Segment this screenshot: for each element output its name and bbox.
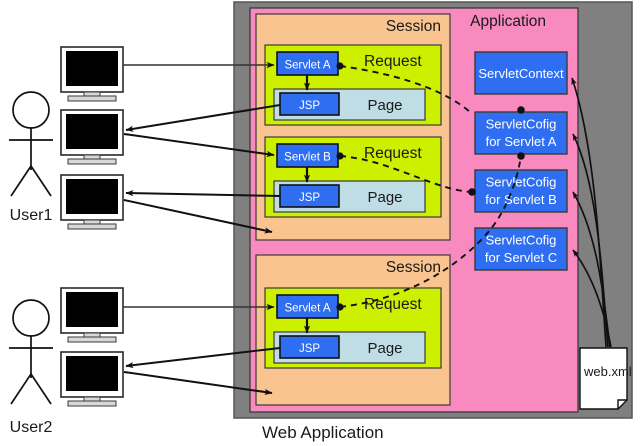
servlet-config-a-link-dot-bottom (517, 152, 525, 160)
request-arrow-monitor2-to-servlet-b (123, 133, 275, 158)
monitor-neck (83, 332, 101, 338)
servlet-config-c-label-line2: for Servlet C (485, 250, 557, 265)
servlet-config-b-link-dot (468, 188, 476, 196)
request-2-label: Request (364, 145, 422, 162)
monitor-base (67, 95, 117, 102)
servlet-a-2-to-config-a-link (339, 155, 522, 308)
jsp-2-label: JSP (299, 192, 320, 204)
user1-monitor-3[interactable] (60, 174, 124, 230)
web-application-title: Web Application (262, 423, 384, 442)
user1-head-icon (12, 91, 50, 129)
servlet-b-label: Servlet B (284, 152, 331, 164)
user1-leg-right-line (30, 165, 52, 197)
session-2-label: Session (386, 259, 441, 276)
request-arrow-monitor3-to-session1 (123, 199, 273, 234)
user1-monitor-1[interactable] (60, 46, 124, 102)
request-3-label: Request (364, 296, 422, 313)
monitor-screen (66, 114, 118, 149)
session-1-label: Session (386, 18, 441, 35)
servlet-a-1-label: Servlet A (284, 60, 330, 72)
servlet-config-c-box[interactable] (474, 227, 568, 271)
request-arrow-monitor5-to-session2 (123, 371, 273, 396)
user2-head-icon (12, 299, 50, 337)
web-xml-note[interactable] (579, 347, 628, 410)
servlet-a-2-label: Servlet A (284, 303, 330, 315)
servlet-a-1-link-dot (336, 62, 344, 70)
jsp-3-box[interactable] (279, 335, 340, 359)
user2-actor: User2 (9, 299, 53, 436)
servlet-a-2-link-dot (336, 303, 344, 311)
jsp-3-label: JSP (299, 343, 320, 355)
servlet-config-a-label-line1: ServletCofig (486, 117, 557, 132)
servlet-config-a-link-dot-top (517, 106, 525, 114)
monitor-base (67, 223, 117, 230)
response-arrow-page3-to-monitor5 (125, 347, 281, 369)
servlet-a-1-to-context-link (339, 65, 471, 113)
monitor-screen (66, 292, 118, 327)
webxml-to-config-c-arrow (572, 249, 612, 348)
user2-leg-left-line (10, 373, 32, 405)
monitor-screen (66, 179, 118, 214)
monitor-neck (83, 154, 101, 160)
page-1-label: Page (367, 97, 402, 114)
servlet-b-to-config-b-link (339, 155, 471, 193)
user1-label: User1 (10, 207, 53, 224)
user1-monitor-2[interactable] (60, 109, 124, 165)
servlet-b-link-dot (336, 152, 344, 160)
user2-label: User2 (10, 419, 53, 436)
user2-monitor-1[interactable] (60, 287, 124, 343)
jsp-1-label: JSP (299, 100, 320, 112)
monitor-neck (83, 219, 101, 225)
servlet-config-b-label-line1: ServletCofig (486, 175, 557, 190)
monitor-neck (83, 396, 101, 402)
servlet-config-b-box[interactable] (474, 169, 568, 213)
servlet-config-a-label-line2: for Servlet A (486, 134, 557, 149)
user2-monitor-2[interactable] (60, 351, 124, 407)
application-label: Application (470, 13, 546, 30)
monitor-neck (83, 91, 101, 97)
web-xml-label: web.xml (583, 364, 632, 379)
request-1-label: Request (364, 53, 422, 70)
servlet-context-box[interactable] (474, 51, 568, 95)
servlet-config-c-label-line1: ServletCofig (486, 233, 557, 248)
servlet-context-label: ServletContext (478, 66, 564, 81)
jsp-1-box[interactable] (279, 92, 340, 116)
page-2-label: Page (367, 189, 402, 206)
monitor-base (67, 336, 117, 343)
monitor-base (67, 400, 117, 407)
servlet-config-b-label-line2: for Servlet B (485, 192, 557, 207)
monitor-base (67, 158, 117, 165)
web-xml-note-fold (617, 399, 627, 409)
monitor-screen (66, 51, 118, 86)
page-3-label: Page (367, 340, 402, 357)
user2-leg-right-line (30, 373, 52, 405)
response-arrow-page1-to-monitor2 (125, 104, 281, 132)
response-arrow-page2-to-monitor3 (125, 190, 281, 197)
monitor-screen (66, 356, 118, 391)
user1-leg-left-line (10, 165, 32, 197)
user1-actor: User1 (9, 91, 53, 224)
